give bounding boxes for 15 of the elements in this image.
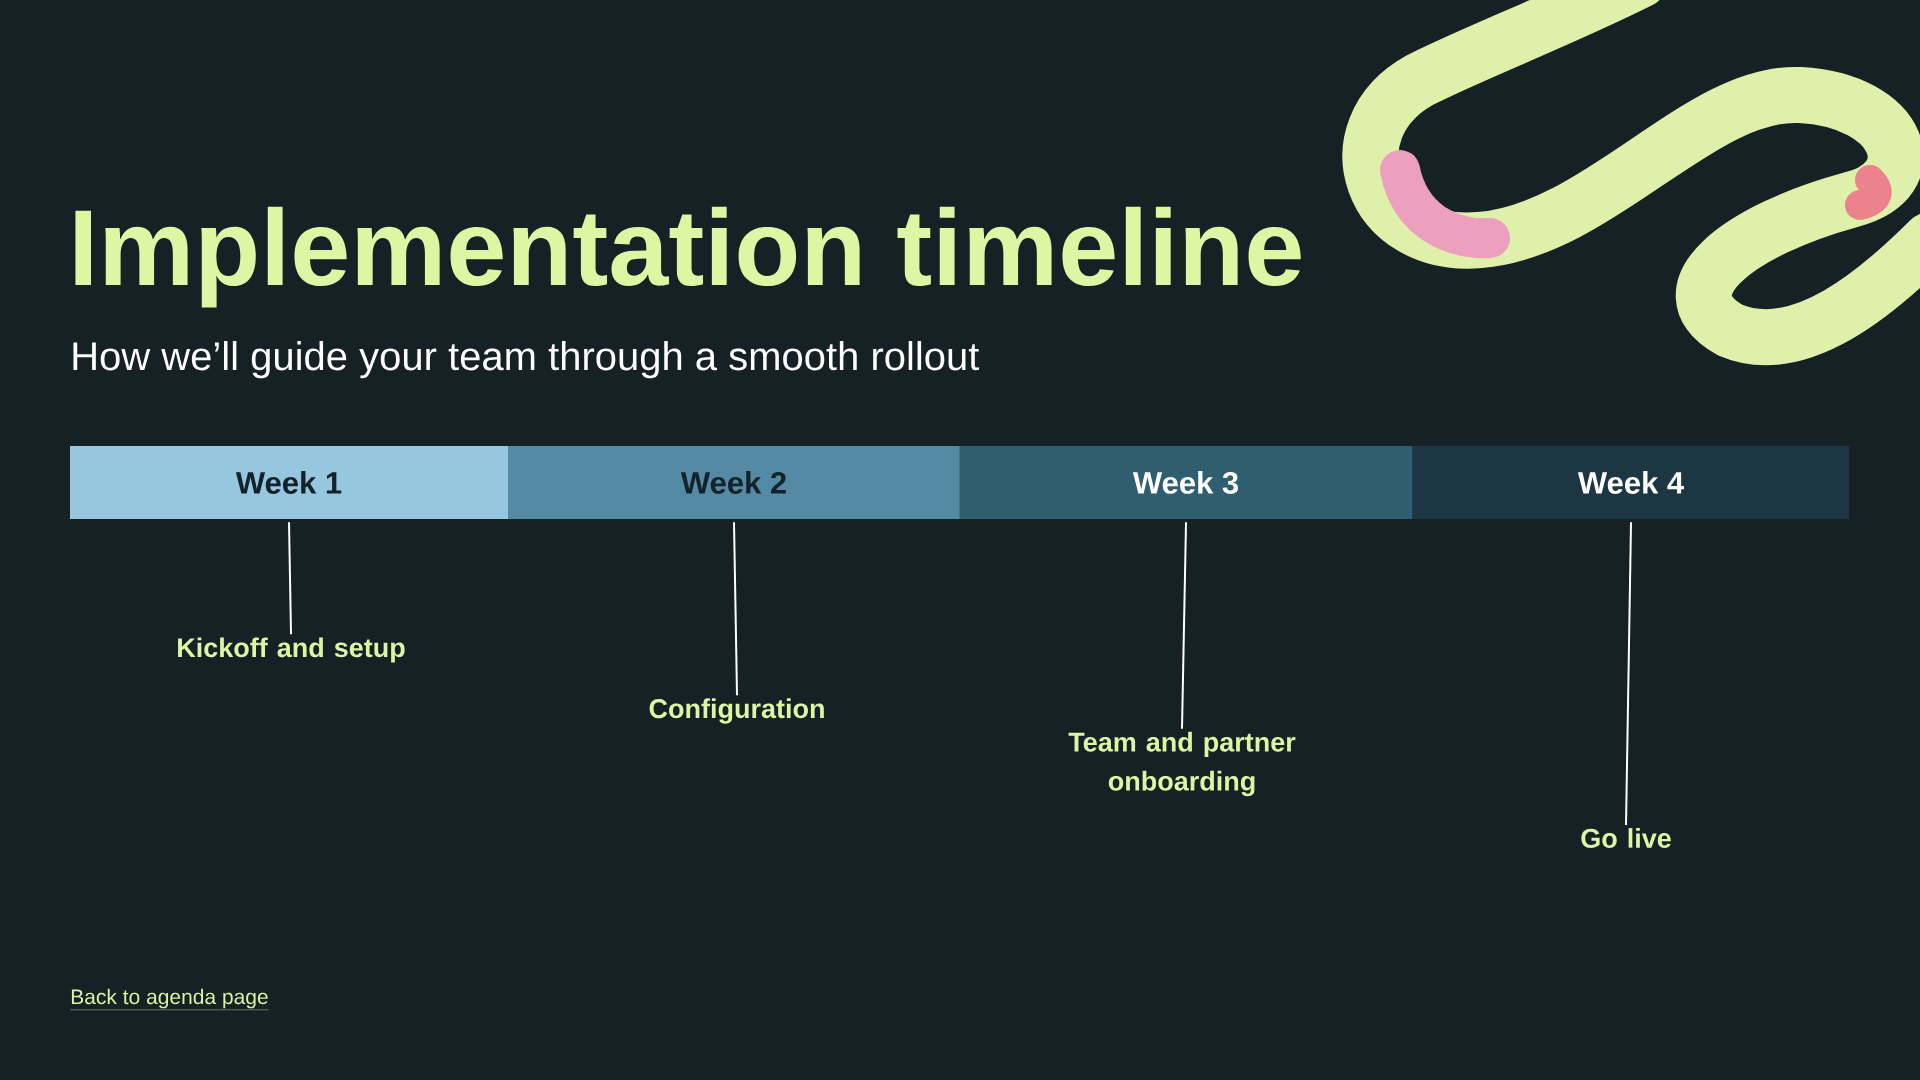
connector-line bbox=[288, 521, 292, 636]
subtitle: How we’ll guide your team through a smooth rollout bbox=[73, 341, 980, 379]
milestone-label: Go live bbox=[1581, 828, 1671, 848]
week-bar: Week 2 bbox=[508, 446, 960, 519]
back-link: Back to agenda page bbox=[70, 988, 269, 1010]
week-bar: Week 3 bbox=[959, 446, 1413, 519]
connector-line bbox=[1625, 521, 1632, 826]
milestone-label: Kickoff and setup bbox=[178, 637, 405, 663]
week-bar: Week 1 bbox=[70, 446, 508, 519]
milestone-label: Configuration bbox=[649, 698, 824, 724]
connector-line bbox=[733, 521, 738, 697]
title: Implementation timeline bbox=[75, 206, 1301, 308]
milestone-label: Team and partner onboarding bbox=[1068, 731, 1296, 797]
connector-line bbox=[1181, 521, 1187, 730]
week-bar: Week 4 bbox=[1413, 446, 1849, 519]
